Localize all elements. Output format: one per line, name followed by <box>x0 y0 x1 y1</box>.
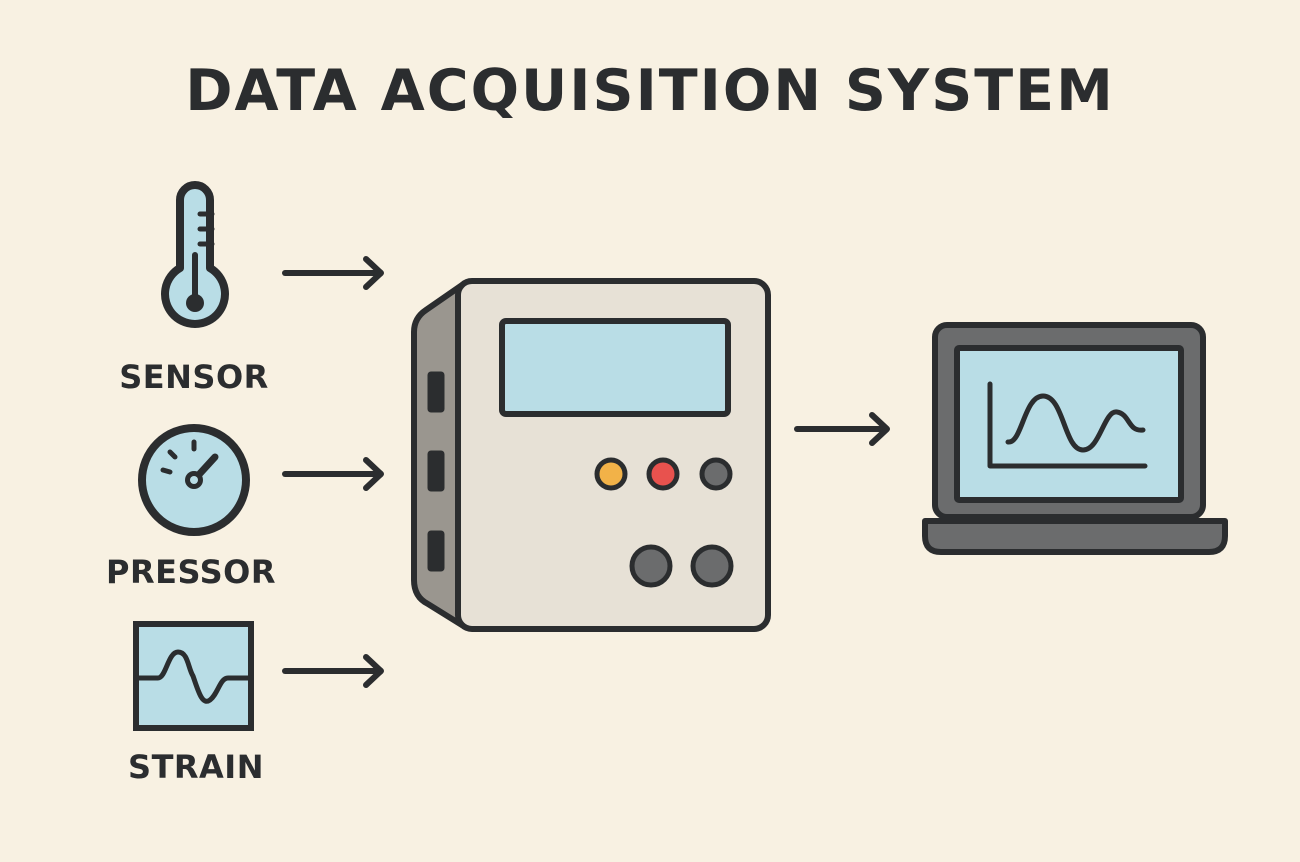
laptop-screen <box>954 345 1184 503</box>
led-red <box>646 457 680 491</box>
daq-knob <box>690 544 734 588</box>
daq-knob <box>629 544 673 588</box>
led-gray <box>699 457 733 491</box>
sensor-label-temperature: SENSOR <box>119 358 269 396</box>
daq-display <box>499 318 731 417</box>
arrow-pressor-to-daq <box>282 457 384 491</box>
arrow-daq-to-computer <box>794 412 890 446</box>
sensor-label-strain: STRAIN <box>128 748 264 786</box>
arrow-strain-to-daq <box>282 654 384 688</box>
arrow-sensor-to-daq <box>282 256 384 290</box>
daq-unit-icon <box>411 278 771 632</box>
led-amber <box>594 457 628 491</box>
daq-port <box>427 530 445 572</box>
diagram-title: DATA ACQUISITION SYSTEM <box>185 58 1115 124</box>
thermometer-icon <box>161 181 229 328</box>
strain-wave-icon <box>133 621 254 731</box>
pressure-gauge-icon <box>138 424 250 536</box>
sensor-label-pressure: PRESSOR <box>106 553 276 591</box>
daq-port <box>427 371 445 413</box>
daq-port <box>427 450 445 492</box>
laptop-chart-icon <box>922 322 1228 555</box>
